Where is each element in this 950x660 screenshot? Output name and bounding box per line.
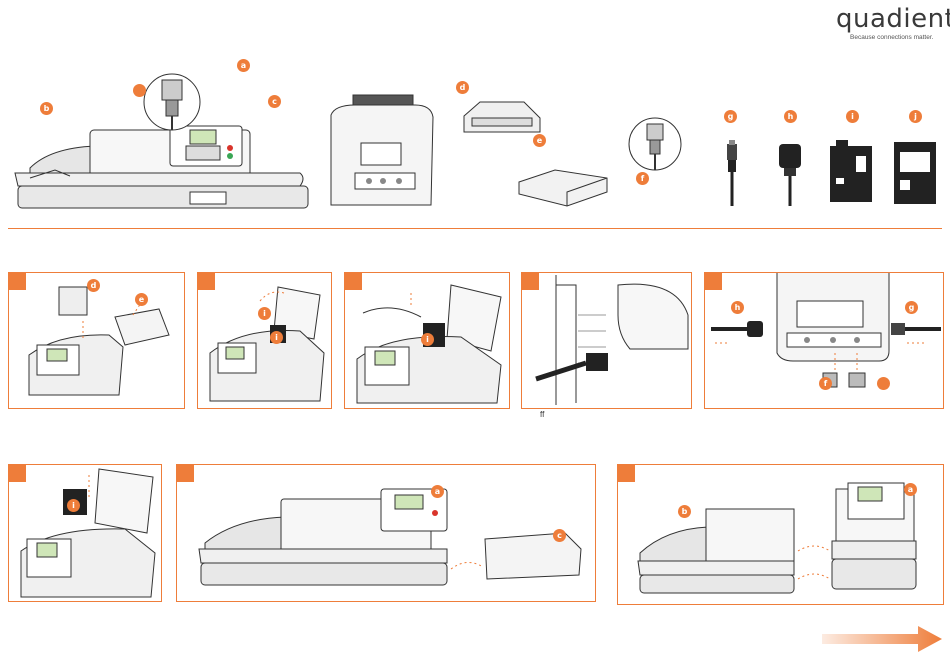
label-g-top: g	[724, 110, 737, 123]
step6-illustration	[15, 467, 159, 599]
label-i-step6: i	[67, 499, 80, 512]
step-marker	[618, 465, 635, 482]
step-panel-2: i i	[197, 272, 332, 409]
step-panel-3: i	[344, 272, 510, 409]
label-h-top: h	[784, 110, 797, 123]
label-i-step3: i	[421, 333, 434, 346]
next-arrow-icon[interactable]	[822, 626, 942, 652]
label-i-step2b: i	[270, 331, 283, 344]
step-panel-6: i	[8, 464, 162, 602]
label-i-step2: i	[258, 307, 271, 320]
section-divider	[8, 228, 942, 229]
step-panel-1: d e	[8, 272, 185, 409]
label-h-step5: h	[731, 301, 744, 314]
step-panel-5: h g f	[704, 272, 944, 409]
step-panel-7: a c	[176, 464, 596, 602]
step1-illustration	[19, 283, 179, 405]
label-i-top: i	[846, 110, 859, 123]
label-f-top: f	[636, 172, 649, 185]
part-d-illustration	[460, 96, 544, 136]
brand-name: quadient	[836, 4, 950, 34]
step7-illustration	[195, 483, 591, 599]
label-g-step5: g	[905, 301, 918, 314]
label-f-step5: f	[819, 377, 832, 390]
label-a-top: a	[237, 59, 250, 72]
step-panel-4	[521, 272, 692, 409]
label-d-top: d	[456, 81, 469, 94]
step2-illustration	[204, 281, 328, 405]
callout-badge	[133, 84, 146, 97]
label-c-step7: c	[553, 529, 566, 542]
ink-cartridge-icon	[826, 140, 876, 206]
brand-tagline: Because connections matter.	[850, 34, 933, 41]
step-panel-8: b a	[617, 464, 944, 605]
quadient-logo: quadient Because connections matter.	[832, 4, 944, 44]
note-text: ff	[540, 410, 544, 419]
label-e-top: e	[533, 134, 546, 147]
connector-callout-f	[627, 116, 683, 172]
step8-illustration	[636, 479, 940, 601]
step-marker	[177, 465, 194, 482]
label-a-step8: a	[904, 483, 917, 496]
usb-cable-icon	[722, 140, 742, 206]
power-plug-icon	[776, 140, 804, 206]
ink-cartridge-box-icon	[890, 140, 940, 206]
scale-illustration	[515, 160, 615, 210]
label-d-step1: d	[87, 279, 100, 292]
machine-back-illustration	[325, 95, 437, 210]
step4-illustration	[526, 275, 688, 405]
label-a-step7: a	[431, 485, 444, 498]
callout-badge-step5	[877, 377, 890, 390]
label-b-step8: b	[678, 505, 691, 518]
label-e-step1: e	[135, 293, 148, 306]
label-j-top: j	[909, 110, 922, 123]
label-c-top: c	[268, 95, 281, 108]
serial-connector-callout	[142, 72, 202, 132]
label-b-top: b	[40, 102, 53, 115]
franking-machine-illustration	[10, 118, 310, 213]
